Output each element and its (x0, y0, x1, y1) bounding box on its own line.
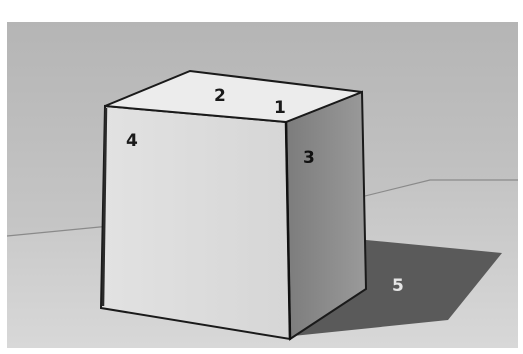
label-2: 2 (214, 86, 226, 106)
label-5: 5 (392, 276, 404, 296)
label-3: 3 (303, 148, 315, 168)
label-1: 1 (274, 98, 286, 118)
label-4: 4 (126, 131, 138, 151)
